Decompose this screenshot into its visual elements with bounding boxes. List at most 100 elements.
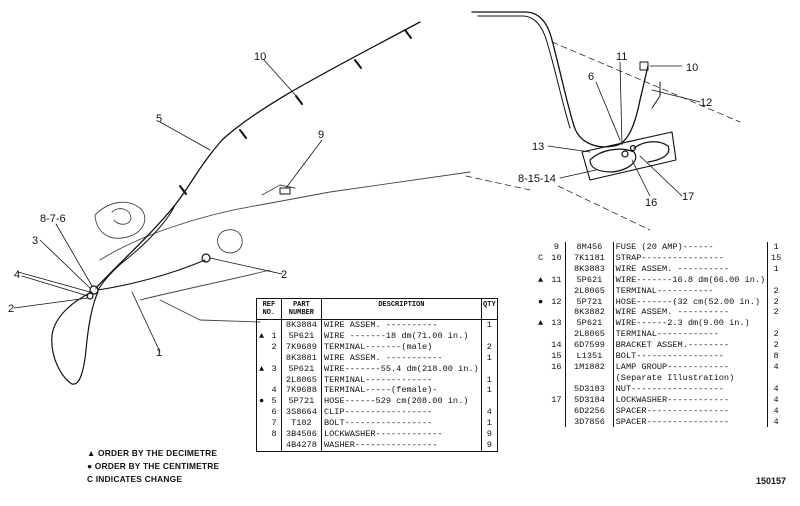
row-part-number: L1351 [576, 351, 603, 362]
row-quantity: 1 [480, 352, 498, 364]
row-description: WASHER---------------- [320, 439, 482, 452]
row-mark: ▲ [538, 274, 544, 285]
machine-frame-outline [94, 171, 471, 323]
row-ref-number: 16 [547, 361, 567, 373]
row-part-number: 8K3884 [285, 320, 317, 330]
row-ref-number [547, 285, 567, 297]
row-quantity: 1 [480, 374, 498, 386]
row-mark [536, 384, 548, 395]
row-mark [536, 329, 548, 340]
row-ref-number: 8 [267, 429, 282, 440]
row-description: CLIP----------------- [320, 407, 482, 419]
callout-2-left: 2 [8, 303, 14, 315]
row-part-number: 5D3183 [573, 383, 605, 394]
row-ref-number [547, 329, 567, 341]
row-ref-number: 3 [267, 363, 282, 375]
row-description: HOSE-------(32 cm(52.00 in.) [612, 296, 768, 308]
row-quantity: 9 [480, 429, 498, 440]
row-part-number: 6D2256 [573, 405, 605, 416]
row-quantity: 8 [767, 351, 784, 362]
row-part-number: 2L8065 [573, 285, 605, 296]
callout-17: 17 [682, 191, 694, 203]
row-ref-number [267, 374, 282, 386]
row-quantity: 2 [767, 329, 784, 341]
row-quantity: 15 [767, 252, 784, 264]
row-quantity: 4 [767, 394, 784, 406]
row-ref-number: 7 [267, 418, 282, 430]
row-quantity: 4 [767, 361, 784, 373]
row-description: WIRE ASSEM. ---------- [612, 307, 768, 319]
callout-8-15-14: 8-15-14 [518, 173, 556, 185]
row-description: WIRE -------18 dm(71.00 in.) [320, 330, 482, 342]
row-description: HOSE------529 cm(208.00 in.) [320, 396, 482, 408]
row-quantity: 4 [767, 405, 784, 417]
row-ref-number: 15 [547, 351, 567, 362]
row-ref-number [547, 372, 567, 384]
row-mark [536, 406, 548, 417]
row-part-number: 5P621 [576, 274, 603, 285]
row-description: WIRE ASSEM. ----------- [320, 352, 482, 364]
row-mark [536, 286, 548, 297]
figure-number: 150157 [756, 476, 787, 486]
row-description: TERMINAL-----(female)- [320, 385, 482, 397]
callout-6: 6 [588, 71, 594, 83]
parts-row: (Separate Illustration) [536, 372, 784, 384]
row-ref-number [267, 439, 282, 452]
row-ref-number [267, 352, 282, 364]
row-mark: ▲ [538, 318, 544, 329]
row-quantity: 2 [767, 340, 784, 352]
row-part-number: 5P621 [576, 318, 603, 329]
row-mark [536, 417, 548, 428]
row-part-number: 4B4278 [285, 439, 317, 450]
row-mark [536, 395, 548, 406]
row-description: STRAP---------------- [612, 252, 768, 264]
hose-5 [95, 21, 421, 289]
row-part-number: 3D7856 [573, 416, 605, 427]
row-quantity: 1 [767, 263, 784, 275]
row-description: WIRE-------55.4 dm(218.00 in.) [320, 363, 482, 375]
row-mark [257, 375, 268, 386]
wire-1-loop [51, 291, 99, 385]
row-mark [536, 351, 548, 362]
row-part-number: 5P621 [288, 330, 315, 341]
row-mark [536, 242, 548, 253]
legend-decimetre: ▲ ORDER BY THE DECIMETRE [87, 448, 218, 458]
row-description: BOLT----------------- [320, 418, 482, 430]
row-mark [536, 264, 548, 275]
legend-centimetre: ● ORDER BY THE CENTIMETRE [87, 461, 220, 471]
row-part-number [566, 373, 613, 384]
row-part-number: 8M456 [576, 242, 603, 252]
callout-2-right: 2 [281, 269, 287, 281]
row-ref-number: 1 [267, 330, 282, 342]
row-mark: ▲ [259, 330, 265, 341]
row-part-number: 2L8065 [573, 329, 605, 340]
row-description: SPACER---------------- [612, 416, 768, 428]
row-description: WIRE ASSEM. ---------- [612, 263, 768, 275]
row-quantity [480, 396, 498, 408]
callout-12: 12 [700, 97, 712, 109]
wire-1-line [97, 259, 206, 291]
row-mark [257, 320, 268, 331]
row-quantity [767, 372, 784, 384]
row-quantity: 2 [480, 341, 498, 353]
row-quantity [480, 330, 498, 342]
header-description: DESCRIPTION [320, 298, 482, 320]
row-quantity: 2 [767, 285, 784, 297]
row-part-number: 5P721 [288, 396, 315, 407]
row-ref-number: 2 [267, 341, 282, 353]
callout-9: 9 [318, 129, 324, 141]
row-description: TERMINAL------------- [320, 374, 482, 386]
row-quantity [767, 318, 784, 330]
row-ref-number [547, 263, 567, 275]
